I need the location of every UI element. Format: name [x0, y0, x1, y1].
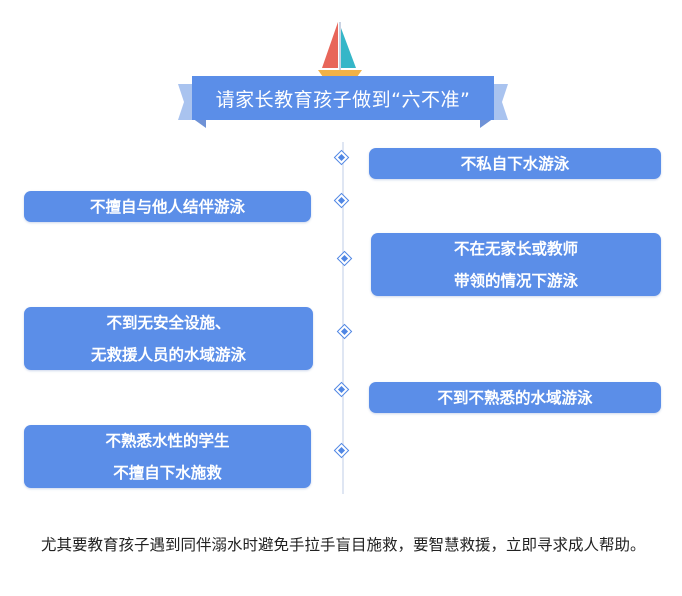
diamond-marker-icon	[333, 381, 350, 398]
diamond-marker-icon	[333, 192, 350, 209]
diamond-marker-icon	[333, 149, 350, 166]
timeline-item: 不到无安全设施、 无救援人员的水域游泳	[24, 307, 313, 370]
ribbon-fold-left	[192, 118, 206, 128]
timeline-line	[342, 142, 344, 494]
timeline-item-line: 不擅自与他人结伴游泳	[89, 197, 245, 216]
timeline-item-line: 不到不熟悉的水域游泳	[437, 388, 593, 407]
timeline-item: 不在无家长或教师 带领的情况下游泳	[371, 233, 661, 296]
timeline-item-line: 无救援人员的水域游泳	[90, 345, 246, 364]
timeline-item-line: 不在无家长或教师	[453, 239, 578, 258]
timeline-item-line: 不熟悉水性的学生	[105, 431, 230, 450]
timeline-item: 不熟悉水性的学生 不擅自下水施救	[24, 425, 311, 488]
diamond-marker-icon	[336, 323, 353, 340]
timeline-item: 不擅自与他人结伴游泳	[24, 191, 311, 222]
ribbon-fold-right	[480, 118, 494, 128]
page-title: 请家长教育孩子做到“六不准”	[192, 76, 494, 120]
timeline-item: 不到不熟悉的水域游泳	[369, 382, 661, 413]
diamond-marker-icon	[336, 250, 353, 267]
timeline-item-line: 不擅自下水施救	[113, 463, 222, 482]
timeline-item-line: 不私自下水游泳	[460, 154, 570, 173]
advice-paragraph: 尤其要教育孩子遇到同伴溺水时避免手拉手盲目施救，要智慧救援，立即寻求成人帮助。	[41, 536, 646, 554]
title-ribbon: 请家长教育孩子做到“六不准”	[178, 72, 508, 130]
timeline-item-line: 带领的情况下游泳	[453, 271, 578, 290]
timeline-item: 不私自下水游泳	[369, 148, 661, 179]
timeline-item-line: 不到无安全设施、	[106, 313, 231, 332]
sailboat-icon	[318, 22, 362, 77]
diamond-marker-icon	[333, 442, 350, 459]
